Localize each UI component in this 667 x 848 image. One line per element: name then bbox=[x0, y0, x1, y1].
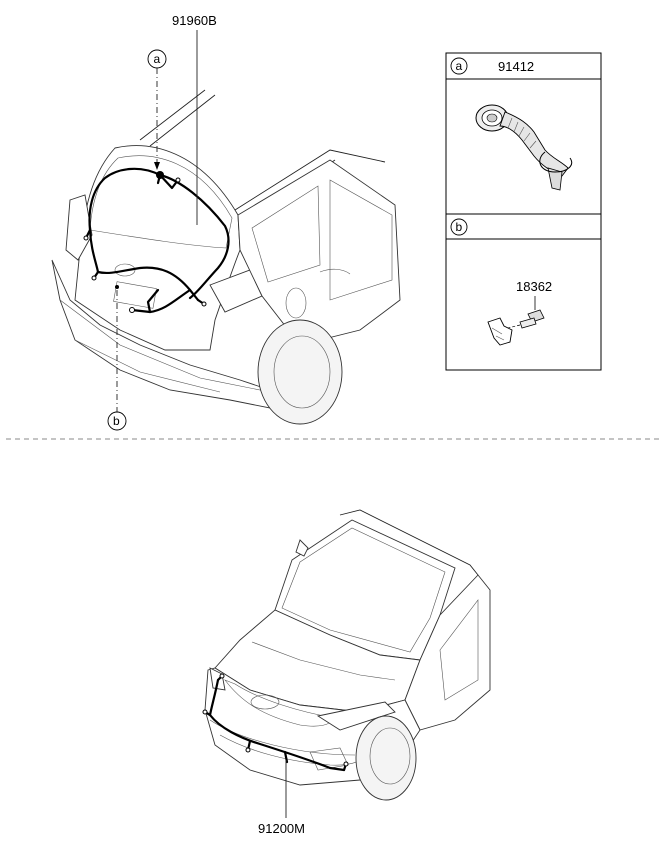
part-label-91200M: 91200M bbox=[258, 821, 305, 836]
detail-panel: a 91412 b 18362 bbox=[445, 52, 602, 371]
detail-a-letter: a bbox=[456, 59, 463, 73]
callout-a-letter: a bbox=[154, 52, 161, 66]
callout-b-letter: b bbox=[113, 414, 120, 428]
callout-a: a bbox=[147, 49, 167, 170]
detail-a-part-number: 91412 bbox=[498, 59, 534, 74]
callout-b: b bbox=[107, 290, 127, 431]
rear-wire-harness bbox=[83, 167, 230, 314]
front-wire-harness bbox=[202, 673, 349, 772]
front-vehicle-illustration bbox=[204, 509, 491, 801]
detail-b-part-number: 18362 bbox=[516, 279, 552, 294]
rear-vehicle-illustration bbox=[51, 89, 401, 425]
part-label-91960B: 91960B bbox=[172, 13, 217, 28]
grommet-illustration bbox=[475, 104, 573, 191]
detail-b-letter: b bbox=[456, 220, 463, 234]
bolt-illustration bbox=[487, 309, 545, 346]
